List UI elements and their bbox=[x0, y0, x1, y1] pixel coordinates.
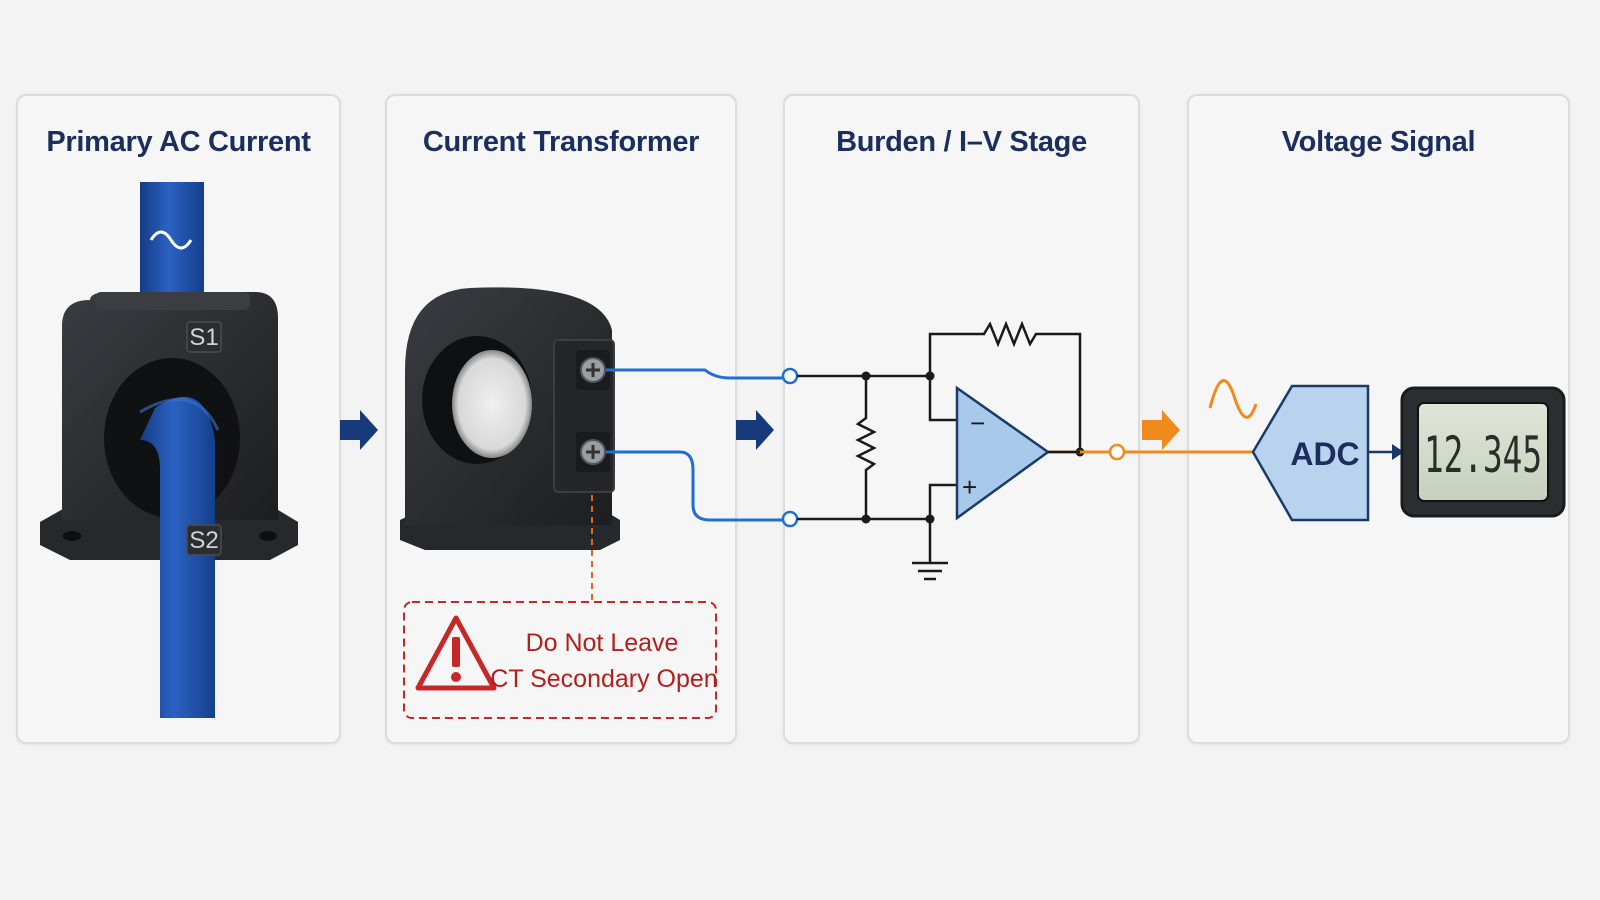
lcd-display: 12.345 bbox=[1400, 386, 1566, 518]
opamp-minus-label: − bbox=[970, 408, 985, 438]
warning-triangle-icon bbox=[415, 615, 497, 691]
display-value: 12.345 bbox=[1424, 426, 1542, 484]
panel-title: Primary AC Current bbox=[46, 126, 311, 158]
panel-title: Current Transformer bbox=[422, 126, 700, 158]
terminal-s2-label: S2 bbox=[189, 527, 218, 554]
warning-line-2: CT Secondary Open bbox=[490, 665, 717, 693]
panel-title: Voltage Signal bbox=[1281, 126, 1476, 158]
current-transformer-illustration bbox=[400, 287, 620, 550]
flow-arrow-icon bbox=[736, 410, 774, 450]
terminal-s1-label: S1 bbox=[189, 324, 218, 351]
ac-sine-icon bbox=[149, 230, 193, 250]
adc-label: ADC bbox=[1290, 436, 1359, 472]
opamp-symbol bbox=[955, 385, 1051, 521]
adc-block: ADC bbox=[1251, 384, 1370, 522]
secondary-wire-bottom bbox=[606, 450, 787, 522]
panel-title: Burden / I–V Stage bbox=[836, 126, 1087, 158]
secondary-wire-top bbox=[606, 368, 787, 380]
flow-arrow-icon bbox=[340, 410, 378, 450]
opamp-plus-label: + bbox=[962, 472, 977, 502]
flow-arrow-icon bbox=[1142, 410, 1180, 450]
warning-line-1: Do Not Leave bbox=[526, 629, 679, 657]
sine-wave-icon bbox=[1208, 379, 1258, 419]
primary-conductor-illustration: S1 S2 bbox=[40, 182, 298, 718]
warning-callout bbox=[403, 601, 717, 719]
burden-iv-circuit bbox=[781, 320, 1082, 581]
